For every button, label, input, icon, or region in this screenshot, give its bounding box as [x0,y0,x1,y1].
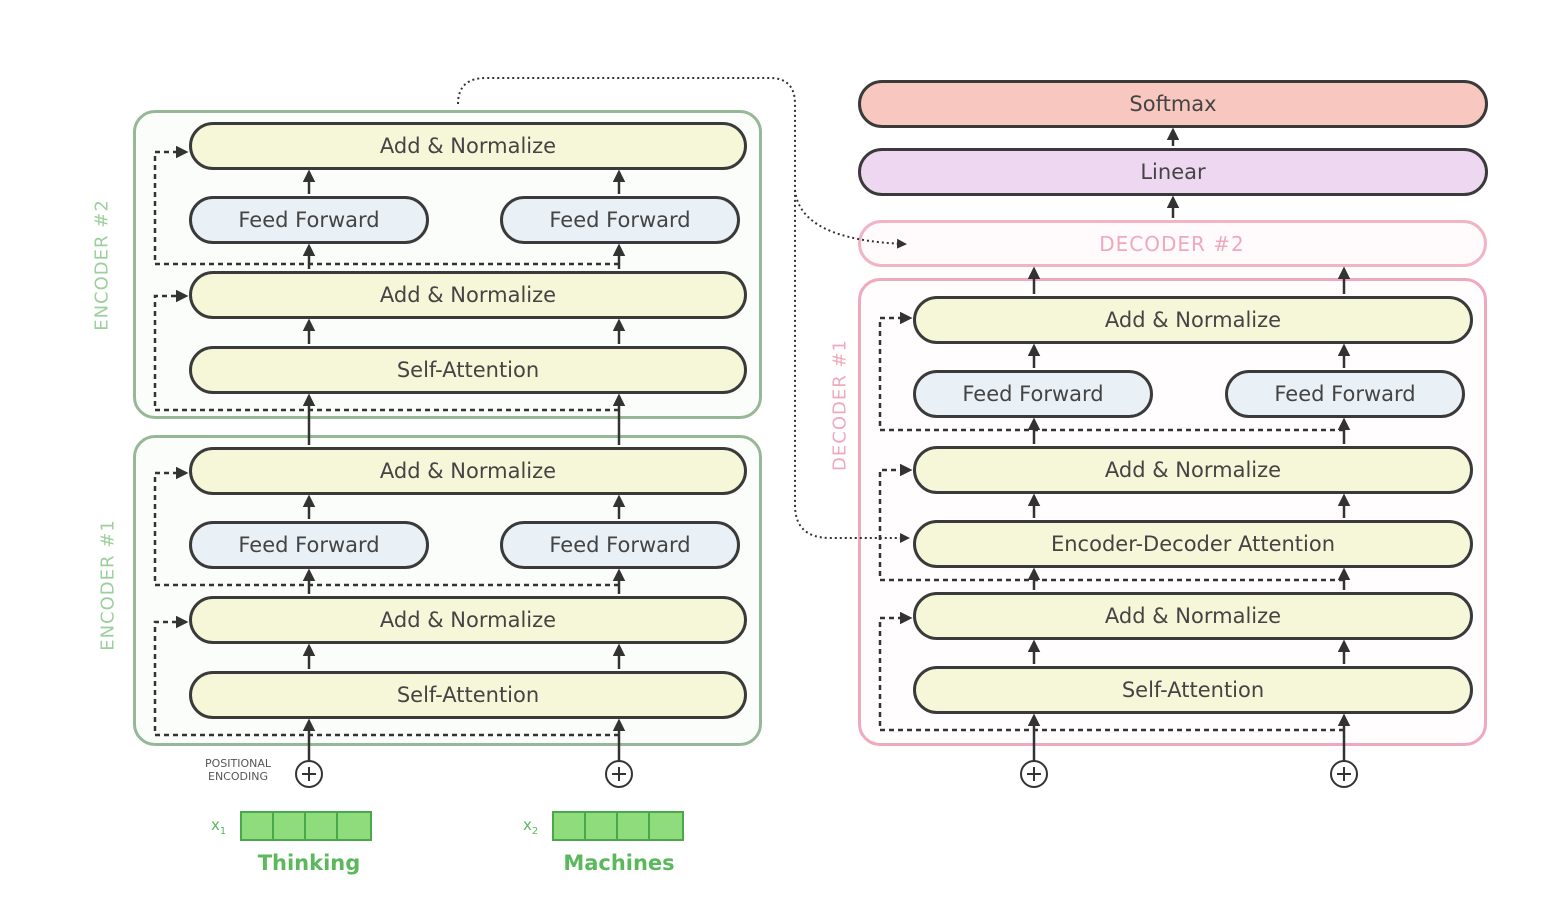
embedding-cell [554,813,586,839]
embedding-cell [274,813,306,839]
decoder-2-frame [858,220,1487,267]
enc1-self-attention: Self-Attention [189,671,747,719]
dec1-feed-forward-left: Feed Forward [913,370,1153,418]
x1-subscript: 1 [219,826,227,837]
enc1-add-normalize-top: Add & Normalize [189,447,747,495]
dec1-self-attention: Self-Attention [913,666,1473,714]
embedding-cell [650,813,682,839]
positional-encoding-add-icon-1 [295,760,323,788]
embedding-cell [338,813,370,839]
positional-encoding-line-2: ENCODING [208,770,268,783]
dec1-add-normalize-top: Add & Normalize [913,296,1473,344]
x1-label: x1 [211,816,226,837]
positional-encoding-add-icon-3 [1020,760,1048,788]
positional-encoding-label: POSITIONAL ENCODING [188,757,288,783]
input-word-thinking: Thinking [257,851,361,875]
encoder-output-to-decoder-2 [794,189,907,249]
x1-embedding-vector [240,811,372,841]
dec1-add-normalize-bottom: Add & Normalize [913,592,1473,640]
embedding-cell [618,813,650,839]
linear-block: Linear [858,148,1488,196]
x1-symbol: x [211,816,220,834]
embedding-cell [242,813,274,839]
x2-subscript: 2 [531,826,539,837]
embedding-cell [306,813,338,839]
dec1-residual-encdec [878,463,1344,582]
x2-embedding-vector [552,811,684,841]
encoder-output-to-encdec-attention [457,77,910,543]
x2-label: x2 [523,816,538,837]
enc1-feed-forward-left: Feed Forward [189,521,429,569]
decoder-2-label: DECODER #2 [1099,232,1245,256]
positional-encoding-add-icon-4 [1330,760,1358,788]
dec1-encoder-decoder-attention: Encoder-Decoder Attention [913,520,1473,568]
dec1-feed-forward-right: Feed Forward [1225,370,1465,418]
enc2-feed-forward-right: Feed Forward [500,196,740,244]
positional-encoding-add-icon-2 [605,760,633,788]
enc2-self-attention: Self-Attention [189,346,747,394]
positional-encoding-line-1: POSITIONAL [204,757,272,770]
softmax-block: Softmax [858,80,1488,128]
enc2-feed-forward-left: Feed Forward [189,196,429,244]
enc2-add-normalize-top: Add & Normalize [189,122,747,170]
x2-symbol: x [523,816,532,834]
dec1-add-normalize-mid: Add & Normalize [913,446,1473,494]
embedding-cell [586,813,618,839]
enc1-feed-forward-right: Feed Forward [500,521,740,569]
enc2-add-normalize-mid: Add & Normalize [189,271,747,319]
enc1-add-normalize-mid: Add & Normalize [189,596,747,644]
input-word-machines: Machines [563,851,675,875]
